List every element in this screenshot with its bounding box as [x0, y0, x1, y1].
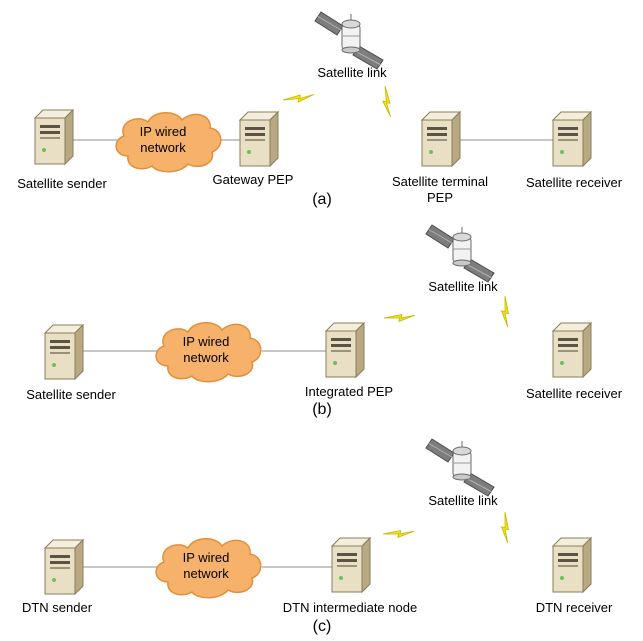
lightning-icon: [490, 511, 523, 544]
server-icon: [239, 111, 279, 167]
receiver-label: DTN receiver: [536, 600, 613, 615]
satellite-icon: [425, 224, 495, 283]
cloud-label: network: [183, 566, 229, 581]
receiver-label: Satellite receiver: [526, 175, 623, 190]
cloud-label: network: [183, 350, 229, 365]
receiver-label: Satellite receiver: [526, 386, 623, 401]
lightning-icon: [282, 81, 315, 114]
lightning-icon: [382, 516, 415, 549]
satellite-icon: [425, 438, 495, 497]
cloud-label: IP wired: [183, 334, 230, 349]
integrated-pep-label: Integrated PEP: [305, 384, 393, 399]
server-icon: [44, 324, 84, 380]
server-icon: [552, 322, 592, 378]
server-icon: [325, 322, 365, 378]
sender-label: DTN sender: [22, 600, 93, 615]
cloud-label: IP wired: [140, 124, 187, 139]
server-icon: [552, 111, 592, 167]
cloud-label: network: [140, 140, 186, 155]
sender-label: Satellite sender: [26, 387, 116, 402]
server-icon: [34, 109, 74, 165]
satellite-link-label: Satellite link: [428, 493, 498, 508]
satellite-icon: [314, 11, 384, 70]
panel-c: IP wired network Satellite link DTN send…: [22, 438, 613, 635]
terminal-pep-label: Satellite terminal: [392, 174, 488, 189]
lightning-icon: [371, 85, 404, 118]
panel-b: IP wired network Satellite link Satellit…: [26, 224, 623, 418]
panel-caption: (a): [312, 191, 332, 208]
panel-caption: (b): [312, 401, 332, 418]
sender-label: Satellite sender: [17, 176, 107, 191]
server-icon: [552, 537, 592, 593]
gateway-pep-label: Gateway PEP: [213, 172, 294, 187]
panel-a: IP wired network Satellite link Satellit…: [17, 11, 623, 208]
lightning-icon: [490, 295, 523, 328]
server-icon: [44, 539, 84, 595]
server-icon: [421, 111, 461, 167]
intermediate-node-label: DTN intermediate node: [283, 600, 417, 615]
satellite-link-label: Satellite link: [317, 65, 387, 80]
server-icon: [331, 537, 371, 593]
satellite-link-label: Satellite link: [428, 279, 498, 294]
cloud-label: IP wired: [183, 550, 230, 565]
lightning-icon: [383, 300, 416, 333]
panel-caption: (c): [313, 618, 332, 635]
terminal-pep-label: PEP: [427, 190, 453, 205]
